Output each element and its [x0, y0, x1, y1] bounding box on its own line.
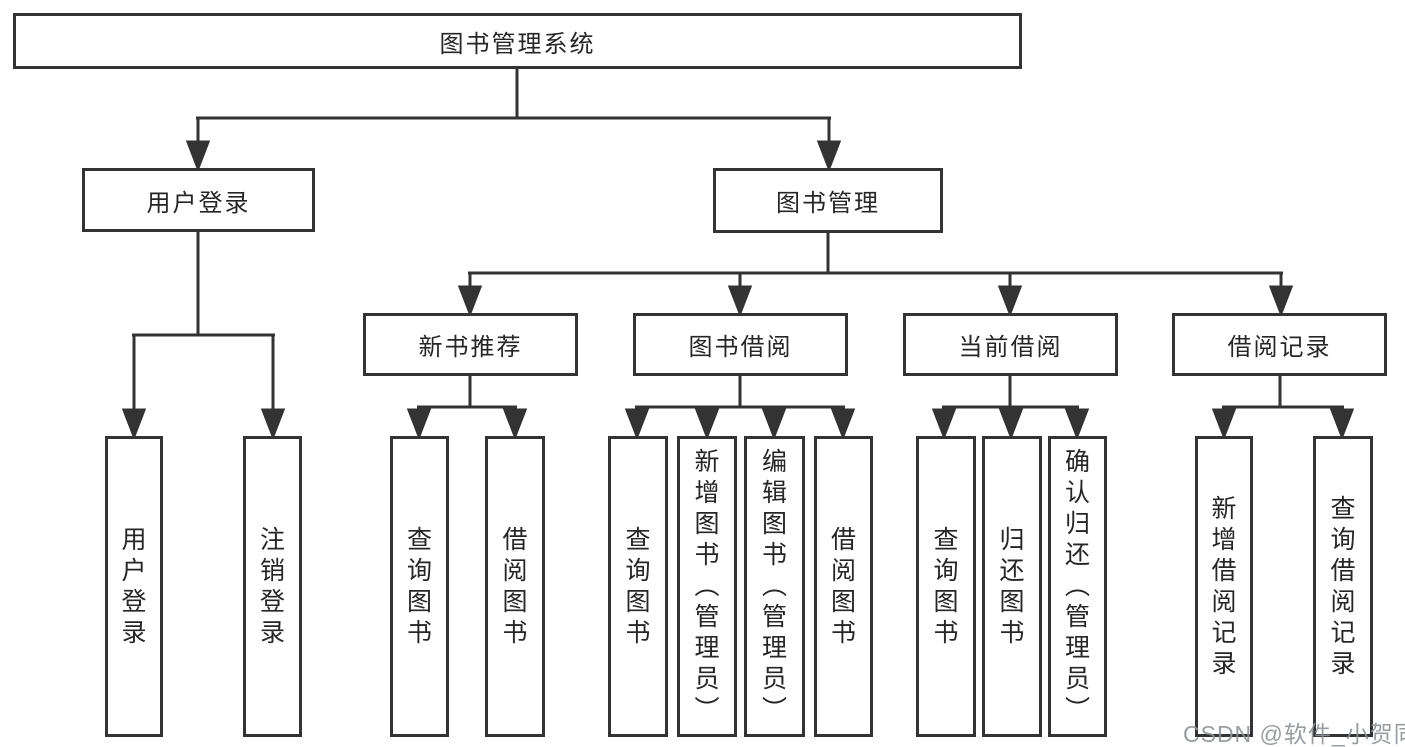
connector-book-borrow-children	[624, 376, 856, 441]
node-leaf-query-book-2: 查询图书	[608, 436, 668, 737]
csdn-watermark: CSDN @软件_小贺同学	[1183, 721, 1405, 747]
node-current-borrow: 当前借阅	[903, 313, 1118, 376]
node-new-book-rec: 新书推荐	[363, 313, 578, 376]
node-leaf-borrow-book-2: 借阅图书	[814, 436, 873, 737]
node-user-login: 用户登录	[82, 168, 315, 232]
connector-root-children	[185, 68, 842, 173]
node-leaf-query-book-3: 查询图书	[916, 436, 976, 737]
node-leaf-add-book: 新增图书︵管理员︶	[677, 436, 737, 737]
connector-user-login-children	[121, 232, 286, 441]
node-leaf-query-record: 查询借阅记录	[1313, 436, 1373, 737]
connector-book-mgmt-children	[457, 233, 1294, 318]
node-leaf-add-record: 新增借阅记录	[1195, 436, 1253, 737]
node-book-borrow: 图书借阅	[633, 313, 848, 376]
node-root: 图书管理系统	[13, 13, 1022, 69]
node-leaf-logout: 注销登录	[243, 436, 302, 737]
node-book-mgmt: 图书管理	[713, 168, 943, 233]
connector-current-borrow-children	[931, 376, 1090, 441]
node-leaf-borrow-book-1: 借阅图书	[485, 436, 545, 737]
node-leaf-edit-book: 编辑图书︵管理员︶	[744, 436, 805, 737]
connector-new-book-children	[406, 376, 528, 441]
node-leaf-query-book-1: 查询图书	[390, 436, 449, 737]
connector-borrow-records-children	[1211, 376, 1355, 441]
node-leaf-return-book: 归还图书	[982, 436, 1042, 737]
node-leaf-confirm-return: 确认归还︵管理员︶	[1048, 436, 1107, 737]
node-leaf-user-login: 用户登录	[105, 436, 163, 737]
node-borrow-records: 借阅记录	[1172, 313, 1387, 376]
